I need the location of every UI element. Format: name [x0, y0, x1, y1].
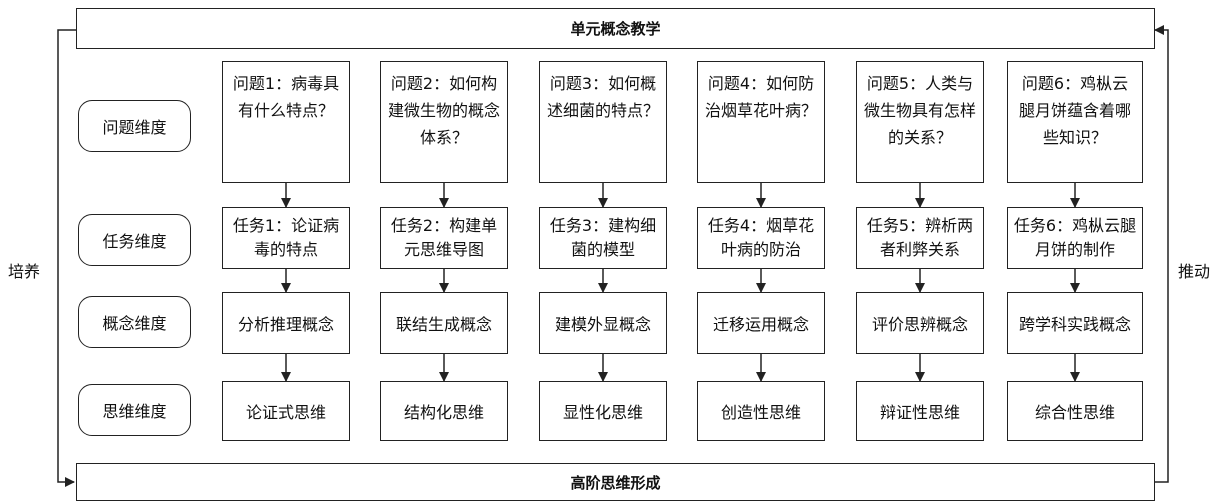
concept-text: 评价思辨概念 — [871, 315, 968, 334]
task-text: 任务6：鸡枞云腿月饼的制作 — [1013, 216, 1137, 259]
dimension-label: 问题维度 — [102, 118, 167, 137]
task-box-2: 任务2：构建单元思维导图 — [380, 207, 508, 269]
concept-box-2: 联结生成概念 — [380, 292, 508, 354]
question-text: 问题5：人类与微生物具有怎样的关系？ — [863, 74, 976, 147]
thinking-text: 论证式思维 — [245, 403, 326, 422]
question-box-6: 问题6：鸡枞云腿月饼蕴含着哪些知识？ — [1007, 61, 1143, 183]
thinking-box-3: 显性化思维 — [539, 381, 667, 441]
bottom-bar: 高阶思维形成 — [76, 463, 1155, 501]
left-loop-arrow — [57, 29, 76, 487]
concept-text: 分析推理概念 — [237, 315, 334, 334]
concept-box-6: 跨学科实践概念 — [1007, 292, 1143, 354]
concept-box-4: 迁移运用概念 — [697, 292, 825, 354]
concept-text: 迁移运用概念 — [712, 315, 809, 334]
question-box-3: 问题3：如何概述细菌的特点？ — [539, 61, 667, 183]
thinking-text: 结构化思维 — [403, 403, 484, 422]
thinking-box-4: 创造性思维 — [697, 381, 825, 441]
question-box-4: 问题4：如何防治烟草花叶病？ — [697, 61, 825, 183]
thinking-box-2: 结构化思维 — [380, 381, 508, 441]
thinking-text: 辩证性思维 — [879, 403, 960, 422]
task-text: 任务5：辨析两者利弊关系 — [866, 216, 974, 259]
dimension-task: 任务维度 — [78, 214, 191, 266]
dimension-label: 概念维度 — [102, 314, 167, 333]
question-text: 问题1：病毒具有什么特点？ — [232, 74, 340, 120]
concept-box-5: 评价思辨概念 — [856, 292, 984, 354]
question-text: 问题3：如何概述细菌的特点？ — [546, 74, 659, 120]
task-text: 任务2：构建单元思维导图 — [390, 216, 498, 259]
thinking-box-6: 综合性思维 — [1007, 381, 1143, 441]
question-box-5: 问题5：人类与微生物具有怎样的关系？ — [856, 61, 984, 183]
task-box-5: 任务5：辨析两者利弊关系 — [856, 207, 984, 269]
concept-box-3: 建模外显概念 — [539, 292, 667, 354]
dimension-label: 任务维度 — [102, 232, 167, 251]
dimension-question: 问题维度 — [78, 100, 191, 152]
thinking-box-5: 辩证性思维 — [856, 381, 984, 441]
thinking-text: 综合性思维 — [1034, 403, 1115, 422]
dimension-thinking: 思维维度 — [78, 384, 191, 436]
concept-text: 联结生成概念 — [395, 315, 492, 334]
thinking-text: 创造性思维 — [720, 403, 801, 422]
task-text: 任务3：建构细菌的模型 — [549, 216, 657, 259]
right-loop-arrow — [1154, 25, 1169, 483]
question-text: 问题2：如何构建微生物的概念体系？ — [387, 74, 500, 147]
question-box-1: 问题1：病毒具有什么特点？ — [222, 61, 350, 183]
task-box-6: 任务6：鸡枞云腿月饼的制作 — [1007, 207, 1143, 269]
task-text: 任务4：烟草花叶病的防治 — [707, 216, 815, 259]
thinking-text: 显性化思维 — [562, 403, 643, 422]
task-text: 任务1：论证病毒的特点 — [232, 216, 340, 259]
top-bar: 单元概念教学 — [76, 8, 1155, 49]
dimension-concept: 概念维度 — [78, 296, 191, 348]
task-box-1: 任务1：论证病毒的特点 — [222, 207, 350, 269]
question-box-2: 问题2：如何构建微生物的概念体系？ — [380, 61, 508, 183]
question-text: 问题4：如何防治烟草花叶病？ — [704, 74, 817, 120]
question-text: 问题6：鸡枞云腿月饼蕴含着哪些知识？ — [1018, 74, 1131, 147]
task-box-3: 任务3：建构细菌的模型 — [539, 207, 667, 269]
task-box-4: 任务4：烟草花叶病的防治 — [697, 207, 825, 269]
concept-text: 建模外显概念 — [554, 315, 651, 334]
left-label: 培养 — [8, 262, 41, 281]
dimension-label: 思维维度 — [102, 402, 167, 421]
right-label: 推动 — [1178, 262, 1211, 281]
top-bar-label: 单元概念教学 — [570, 20, 661, 38]
thinking-box-1: 论证式思维 — [222, 381, 350, 441]
concept-text: 跨学科实践概念 — [1018, 315, 1131, 334]
bottom-bar-label: 高阶思维形成 — [570, 473, 661, 492]
concept-box-1: 分析推理概念 — [222, 292, 350, 354]
